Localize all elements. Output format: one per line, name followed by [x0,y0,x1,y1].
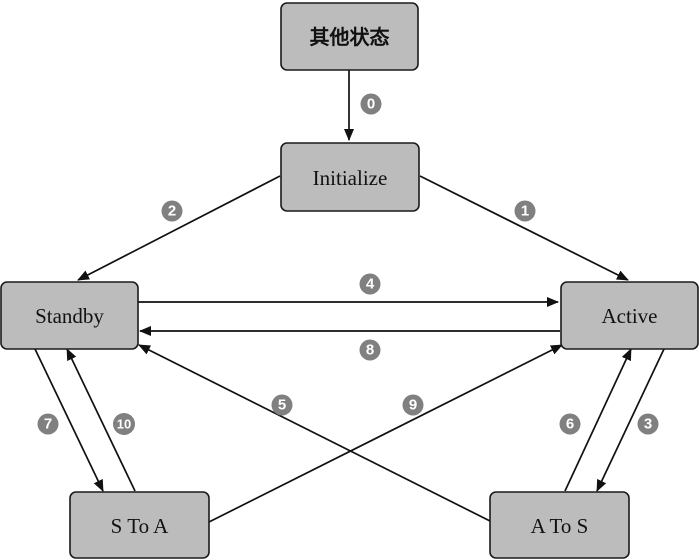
transition-10-label: 10 [117,417,131,432]
transition-7-badge: 7 [37,413,59,435]
state-a-to-s-label: A To S [531,514,589,538]
transition-9-badge: 9 [402,394,424,416]
transition-0-label: 0 [367,96,375,113]
state-a-to-s: A To S [489,491,630,559]
state-other: 其他状态 [280,2,419,71]
transition-2-arrow [77,175,281,281]
state-s-to-a-label: S To A [111,514,170,538]
transition-1-badge: 1 [514,200,536,222]
state-standby-label: Standby [35,304,104,328]
transition-5-arrow [138,344,493,523]
transition-3-arrow [596,348,665,492]
state-s-to-a: S To A [69,491,210,559]
state-active-label: Active [602,304,658,328]
transition-9-label: 9 [409,397,417,414]
transition-3-label: 3 [644,416,652,433]
transition-3-badge: 3 [637,413,659,435]
transition-8-label: 8 [366,342,374,359]
transition-6-badge: 6 [559,413,581,435]
transition-8-badge: 8 [359,339,381,361]
transition-2-badge: 2 [161,200,183,222]
transition-4-label: 4 [366,276,375,293]
transition-7-label: 7 [44,416,52,433]
state-other-label: 其他状态 [310,25,390,49]
transition-6-arrow [564,348,632,492]
transition-0-badge: 0 [360,93,382,115]
transition-5-label: 5 [278,397,286,414]
transition-10-arrow [66,348,136,492]
transition-5-badge: 5 [271,394,293,416]
state-initialize: Initialize [280,142,420,212]
state-active: Active [560,281,699,350]
transition-2-label: 2 [168,203,176,220]
transition-9-arrow [208,344,563,523]
transition-6-label: 6 [566,416,574,433]
transition-1-arrow [419,175,629,281]
transition-1-label: 1 [521,203,529,220]
transition-10-badge: 10 [113,413,135,435]
transition-4-badge: 4 [359,273,381,295]
transition-7-arrow [34,348,104,492]
state-initialize-label: Initialize [313,166,388,190]
state-standby: Standby [0,281,139,350]
